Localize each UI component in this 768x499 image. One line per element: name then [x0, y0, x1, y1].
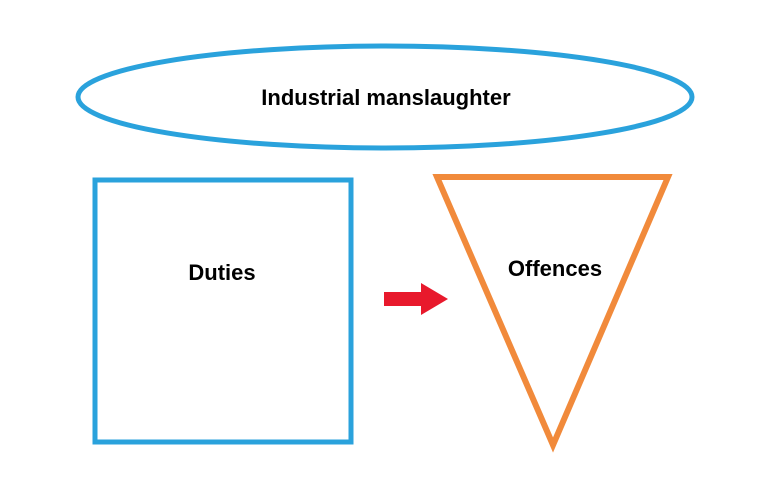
- offences-triangle: [432, 174, 673, 453]
- right-arrow-icon: [384, 283, 448, 315]
- industrial-manslaughter-ellipse: [75, 43, 695, 151]
- duties-label: Duties: [188, 260, 255, 285]
- offences-label: Offences: [508, 256, 602, 281]
- duties-box: [92, 177, 354, 445]
- industrial-manslaughter-label: Industrial manslaughter: [261, 85, 511, 110]
